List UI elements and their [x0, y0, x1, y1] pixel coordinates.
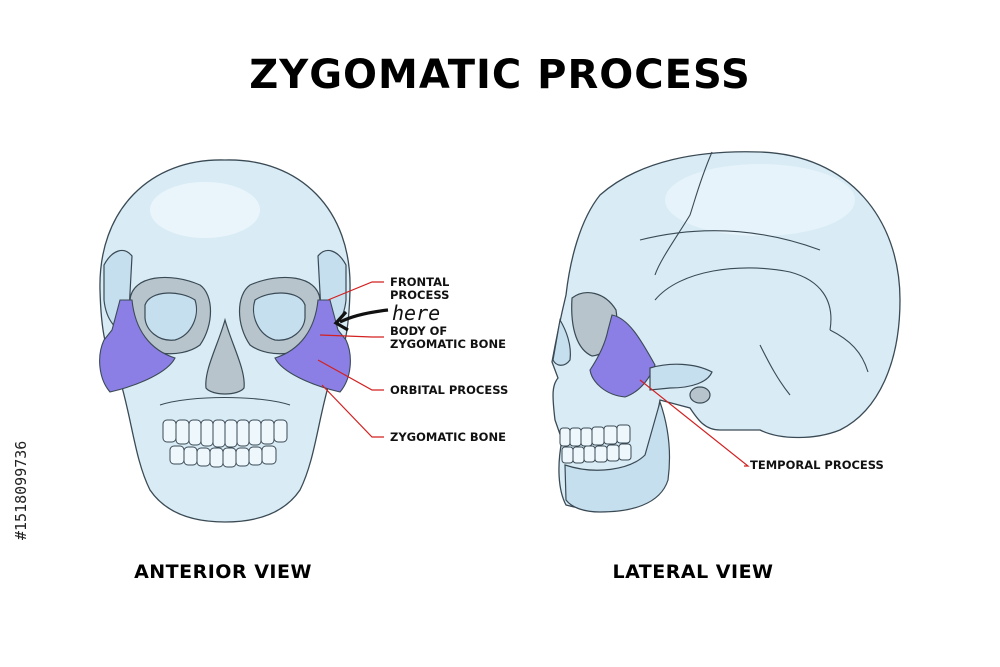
- handwritten-note: here: [392, 301, 440, 325]
- forehead-shine: [150, 182, 260, 238]
- side-stock-id: #1518099736: [12, 441, 30, 540]
- ear-canal: [690, 387, 710, 403]
- label-body-1: BODY OF: [390, 324, 447, 338]
- upper-teeth: [163, 420, 287, 447]
- label-frontal-process-2: PROCESS: [390, 288, 449, 302]
- lateral-teeth: [560, 425, 631, 463]
- lateral-view-label: LATERAL VIEW: [612, 561, 773, 583]
- anterior-view-label: ANTERIOR VIEW: [134, 561, 312, 583]
- lateral-cranium-shine: [665, 164, 855, 236]
- label-frontal-process-1: FRONTAL: [390, 275, 450, 289]
- label-temporal-process: TEMPORAL PROCESS: [750, 458, 884, 472]
- anterior-skull: [100, 160, 351, 522]
- page-title: ZYGOMATIC PROCESS: [249, 52, 751, 98]
- handwritten-arrow: [336, 310, 388, 330]
- label-body-2: ZYGOMATIC BONE: [390, 337, 506, 351]
- label-orbital-process: ORBITAL PROCESS: [390, 383, 508, 397]
- label-zygomatic-bone: ZYGOMATIC BONE: [390, 430, 506, 444]
